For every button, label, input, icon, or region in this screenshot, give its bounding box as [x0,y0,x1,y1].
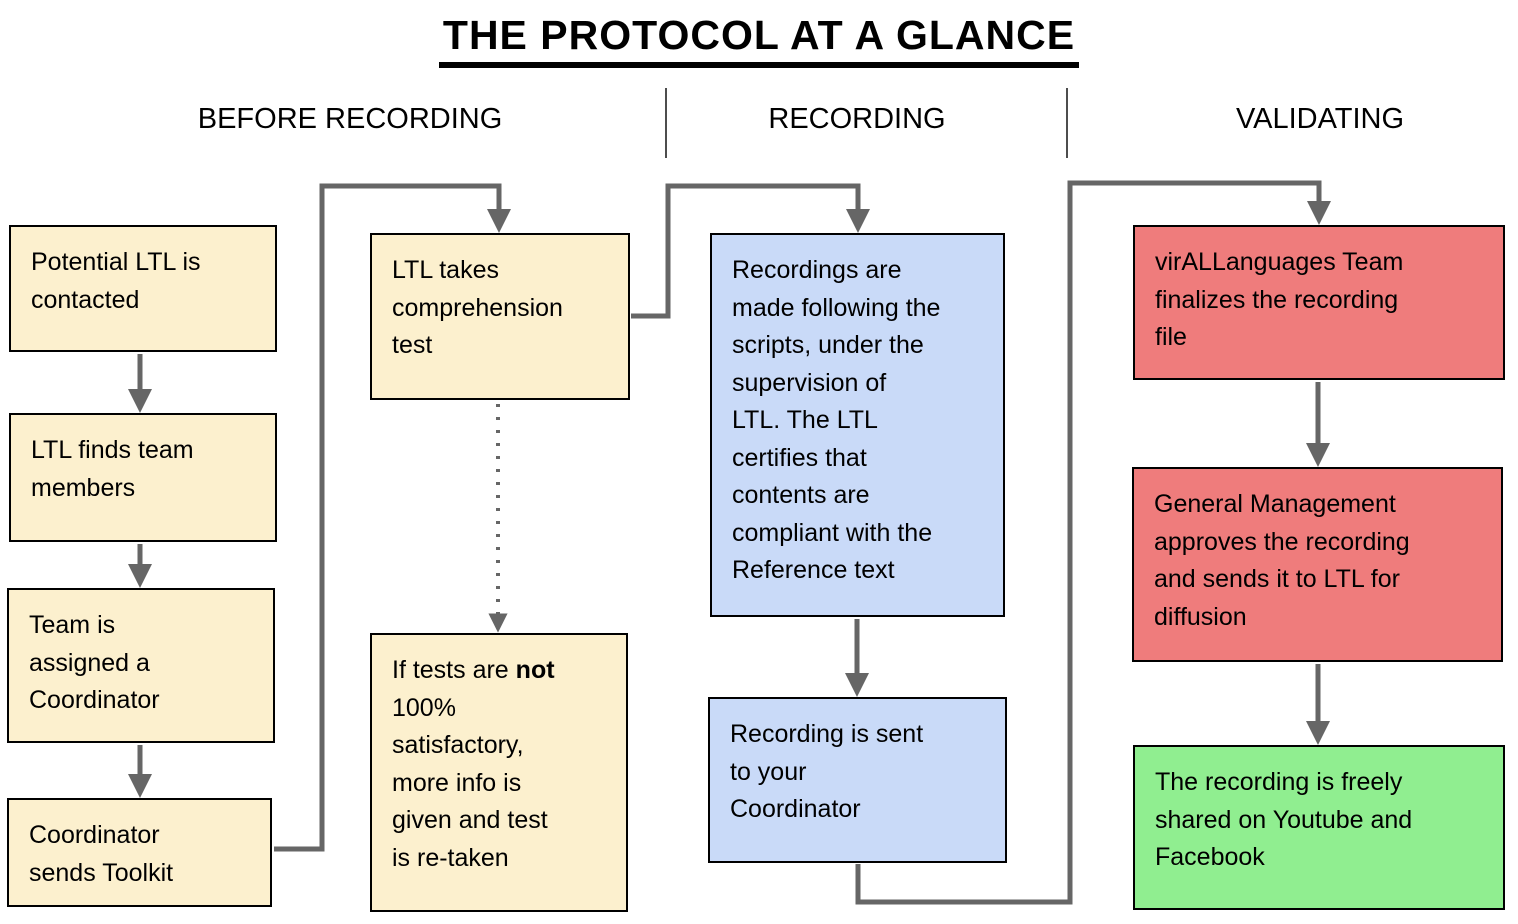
step-team-finalizes-recording-label: virALLanguages Team finalizes the record… [1155,248,1404,351]
step-test-retaken-pre: If tests are [392,656,516,684]
column-header-recording: RECORDING [768,103,946,135]
step-recording-freely-shared: The recording is freely shared on Youtub… [1133,745,1505,910]
emphasis-not: not [515,656,555,684]
column-divider-1 [665,88,667,158]
step-coordinator-sends-toolkit: Coordinator sends Toolkit [7,798,272,907]
step-management-approves: General Management approves the recordin… [1132,467,1503,662]
step-recording-sent-coordinator-label: Recording is sent to your Coordinator [730,720,924,823]
step-test-retaken-post: 100% satisfactory, more info is given an… [392,693,548,872]
step-recording-freely-shared-label: The recording is freely shared on Youtub… [1155,768,1413,871]
step-recording-sent-coordinator: Recording is sent to your Coordinator [708,697,1007,863]
step-ltl-comprehension-test: LTL takes comprehension test [370,233,630,400]
column-header-validating: VALIDATING [1235,103,1405,135]
step-ltl-finds-team: LTL finds team members [9,413,277,542]
title-row: THE PROTOCOL AT A GLANCE [0,12,1518,68]
column-header-before-recording: BEFORE RECORDING [197,103,503,135]
step-potential-ltl-contacted: Potential LTL is contacted [9,225,277,352]
step-management-approves-label: General Management approves the recordin… [1154,490,1410,631]
step-team-assigned-coordinator-label: Team is assigned a Coordinator [29,611,160,714]
step-ltl-comprehension-test-label: LTL takes comprehension test [392,256,563,359]
step-recordings-made: Recordings are made following the script… [710,233,1005,617]
step-test-retaken: If tests are not 100% satisfactory, more… [370,633,628,912]
step-potential-ltl-contacted-label: Potential LTL is contacted [31,248,201,314]
step-team-finalizes-recording: virALLanguages Team finalizes the record… [1133,225,1505,380]
step-recordings-made-label: Recordings are made following the script… [732,256,941,584]
step-ltl-finds-team-label: LTL finds team members [31,436,194,502]
step-test-retaken-label: If tests are not 100% satisfactory, more… [392,652,606,877]
column-divider-2 [1066,88,1068,158]
step-team-assigned-coordinator: Team is assigned a Coordinator [7,588,275,743]
step-coordinator-sends-toolkit-label: Coordinator sends Toolkit [29,821,174,887]
page-title: THE PROTOCOL AT A GLANCE [438,12,1080,68]
